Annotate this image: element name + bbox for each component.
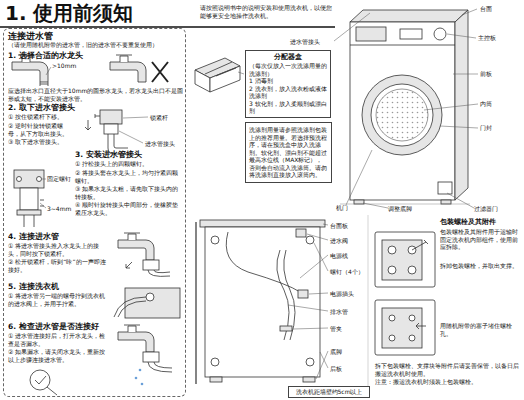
part-label: 主控板 xyxy=(478,34,514,42)
part-label: （请使用随机附带的进水管，旧的进水管不要重复使用） xyxy=(8,41,184,49)
part-label: 请按照说明书中的说明安装和使用洗衣机，以便您能够更安全地操作洗衣机。 xyxy=(200,4,335,19)
note-text: 洗衣机距墙壁约5cm以上 xyxy=(292,388,366,396)
part-label: 台面板 xyxy=(330,222,366,230)
part-label: 用随机附带的塞子堵住螺栓孔。 xyxy=(440,322,520,337)
section-heading: 连接进水管 xyxy=(8,31,181,42)
part-label: ③ 如果水龙头太粗，请先取下接头内的转接板。 xyxy=(75,185,183,200)
part-label: 排水管 xyxy=(330,308,366,316)
part-label: ① 将进水管另一端的螺母拧到洗衣机的进水阀上，并用手拧紧。 xyxy=(8,292,106,307)
page-title: 1. 使用前须知 xyxy=(5,1,133,25)
body-text: 2 洗衣剂，放入洗衣粉或液体洗涤剂 xyxy=(249,85,327,100)
part-label: 调整底脚 xyxy=(388,205,418,213)
part-label: 锁紧杆 xyxy=(150,114,182,122)
step-heading: 包装螺栓及其附件 xyxy=(440,218,522,227)
part-label: >10mm xyxy=(52,62,82,70)
part-label: ② 将接头套在水龙头上，均匀拧紧四颗螺钉。 xyxy=(75,169,183,184)
part-label: ① 按住锁紧杆下移。 xyxy=(8,113,74,121)
part-label: ④ 顺时针旋转接头中间部分，使橡胶垫紧压水龙头。 xyxy=(75,201,183,216)
part-label: 3~4mm xyxy=(47,205,74,213)
part-label: 管夹 xyxy=(330,325,366,333)
part-label: 电源线 xyxy=(330,252,366,260)
part-label: ① 拧松接头上的四颗螺钉。 xyxy=(75,160,183,168)
part-label: ① 进水管连接好后，打开水龙头，检查是否漏水。 xyxy=(8,332,108,347)
part-label: 内筒 xyxy=(480,100,510,108)
step-heading: 4. 连接进水管 xyxy=(8,232,108,241)
step-heading: 5. 连接洗衣机 xyxy=(8,282,108,291)
warning-box: 洗涤剂用量请参照洗涤剂包装上的推荐用量。若选择预洗程序，请在预洗盒中放入洗涤剂。… xyxy=(245,122,332,183)
body-text: 3 软化剂，放入柔顺剂或漂白剂 xyxy=(249,100,327,115)
part-label: ① 将进水管接头推入水龙头上的接头，同时按下锁紧杆。 xyxy=(8,242,106,257)
part-label: 后板 xyxy=(330,365,366,373)
warning-text: 洗涤剂用量请参照洗涤剂包装上的推荐用量。若选择预洗程序，请在预洗盒中放入洗涤剂。… xyxy=(249,126,328,179)
part-label: ② 逆时针旋转锁紧螺母，从下方取出接头。 xyxy=(8,122,74,137)
part-label: 包装螺栓及其附件用于运输时固定洗衣机内部组件，使用前应拆除。 xyxy=(440,228,520,251)
part-label: 固定螺钉 xyxy=(47,175,74,183)
part-label: 电源插头 xyxy=(330,290,366,298)
part-label: 螺钉（4个） xyxy=(330,268,370,276)
body-text: （每次仅放入一次洗涤用量的洗涤剂） xyxy=(249,62,327,77)
part-label: 进水管接头 xyxy=(290,38,334,46)
part-label: 注意：搬运洗衣机时须装上包装螺栓。 xyxy=(375,378,520,386)
step-heading: 1. 选择合适的水龙头 xyxy=(8,51,158,60)
part-label: 进水管接头 xyxy=(145,140,183,148)
part-label: 台面 xyxy=(480,5,510,13)
part-label: ③ 取下进水管接头。 xyxy=(8,138,74,146)
part-label: ② 松开锁紧杆，听到“咔”的一声即连接好。 xyxy=(8,258,106,273)
step-heading: 3. 安装进水管接头 xyxy=(75,150,185,159)
step-heading: 6. 检查进水管是否连接好 xyxy=(8,322,118,331)
part-label: 底脚 xyxy=(330,348,366,356)
box-heading: 分配器盒 xyxy=(249,53,327,62)
part-label: 拆卸包装螺栓，并取出支撑。 xyxy=(440,262,520,270)
part-label: ② 如果漏水，请关闭水龙头，重新按以上步骤连接进水管。 xyxy=(8,348,108,363)
note-box: 洗衣机距墙壁约5cm以上 xyxy=(288,386,370,398)
part-label: 前板 xyxy=(480,70,510,78)
part-label: 门封 xyxy=(480,124,510,132)
step-heading: 2. 取下进水管接头 xyxy=(8,103,128,112)
part-label: 拆下包装螺栓、支撑块等附件后请妥善保管，以备日后搬运洗衣机时使用。 xyxy=(375,362,520,377)
body-text: 1 消毒剂 xyxy=(249,77,327,85)
part-label: 进水阀 xyxy=(330,237,366,245)
dispenser-box: 分配器盒（每次仅放入一次洗涤用量的洗涤剂）1 消毒剂2 洗衣剂，放入洗衣粉或液体… xyxy=(245,50,331,118)
part-label: 过滤器门 xyxy=(474,205,508,213)
part-label: 机门 xyxy=(336,204,356,212)
part-label: 应选择出水口直径大于10mm的圆形水龙头，若水龙头出口不是圆形或太短，不能安装进… xyxy=(8,87,184,102)
